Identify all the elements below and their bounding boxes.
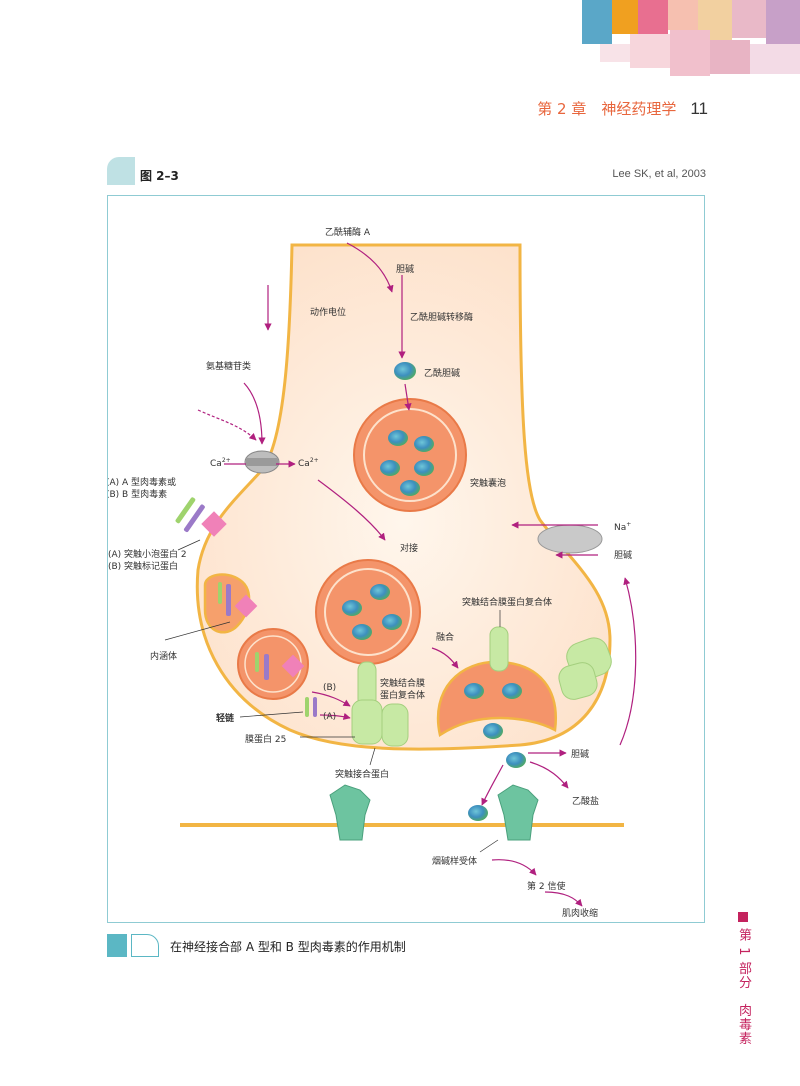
neuromuscular-junction-diagram: 乙酰辅酶 A 胆碱 动作电位 乙酰胆碱转移酶 氨基糖苷类 乙酰胆碱 Ca2+ C… [108,226,637,919]
nicotinic-receptor-icon [497,784,539,841]
label-acetyl-coa: 乙酰辅酶 A [325,226,371,238]
label-toxin-b: (B) B 型肉毒素 [108,488,167,500]
label-acetate: 乙酸盐 [572,795,599,807]
receptor-diamond-1 [201,511,227,537]
label-docking: 对接 [400,542,418,554]
label-snare-complex2-line2: 蛋白复合体 [380,689,425,701]
vesicle-toxin [255,652,305,680]
label-choline-right: 胆碱 [614,550,632,561]
label-second-messenger: 第 2 信使 [527,880,565,892]
label-synaptotagmin: (B) 突触标记蛋白 [108,560,178,572]
figure-caption: 在神经接合部 A 型和 B 型肉毒素的作用机制 [170,940,406,954]
label-fusion: 融合 [436,631,454,643]
label-acetylcholine: 乙酰胆碱 [424,367,460,379]
label-vesicle: 突触囊泡 [470,477,506,489]
label-muscle-contraction: 肌肉收缩 [562,907,598,919]
calcium-channel [244,450,280,474]
label-aminoglycosides: 氨基糖苷类 [206,360,251,372]
sodium-channel [537,524,603,554]
label-light-chain: 轻链 [216,712,235,724]
light-chain-icon [305,697,317,717]
label-toxin-a: (A) A 型肉毒素或 [108,476,176,488]
label-ca-in: Ca2+ [298,457,319,469]
acetylcholine-molecule [394,362,416,380]
endocytosed-vesicle [237,628,309,700]
figure-frame [107,195,705,923]
docked-vesicle [315,559,421,665]
figure-tab [107,157,135,185]
label-snare-complex: 突触结合膜蛋白复合体 [462,596,552,608]
label-endosome: 内涵体 [150,650,177,662]
label-vamp: (A) 突触小泡蛋白 2 [108,548,187,560]
side-tab-marker [738,912,748,922]
label-na: Na+ [614,521,631,533]
synaptic-vesicle-top [353,398,467,512]
fusion-pocket [436,660,557,738]
label-choline-top: 胆碱 [396,264,414,275]
figure-label: 图 2–3 [140,169,179,183]
snare-proteins [351,626,612,747]
toxin-bars [175,497,205,533]
label-snare-complex2-line1: 突触结合膜 [380,677,425,689]
chapter-title: 第 2 章 神经药理学 [537,100,677,118]
label-mark-a: (A) [323,712,336,722]
label-action-potential: 动作电位 [310,306,346,318]
label-chat: 乙酰胆碱转移酶 [410,311,473,323]
side-tab-label: 第 1 部分 肉毒素 [736,928,751,1046]
label-snap25: 膜蛋白 25 [245,733,286,745]
caption-icon-outline [131,934,159,957]
label-syntaxin: 突触接合蛋白 [335,768,389,780]
page-number: 11 [690,99,708,118]
label-nicotinic-receptor: 烟碱样受体 [432,855,477,867]
label-mark-b: (B) [323,683,336,693]
label-choline-cleft: 胆碱 [571,749,589,760]
chapter-header: 第 2 章 神经药理学 11 [0,98,708,119]
header-mosaic [582,0,800,76]
figure-citation: Lee SK, et al, 2003 [612,168,706,180]
receptor-left [329,784,371,841]
label-ca-out: Ca2+ [210,457,231,469]
caption-icon [107,934,127,957]
